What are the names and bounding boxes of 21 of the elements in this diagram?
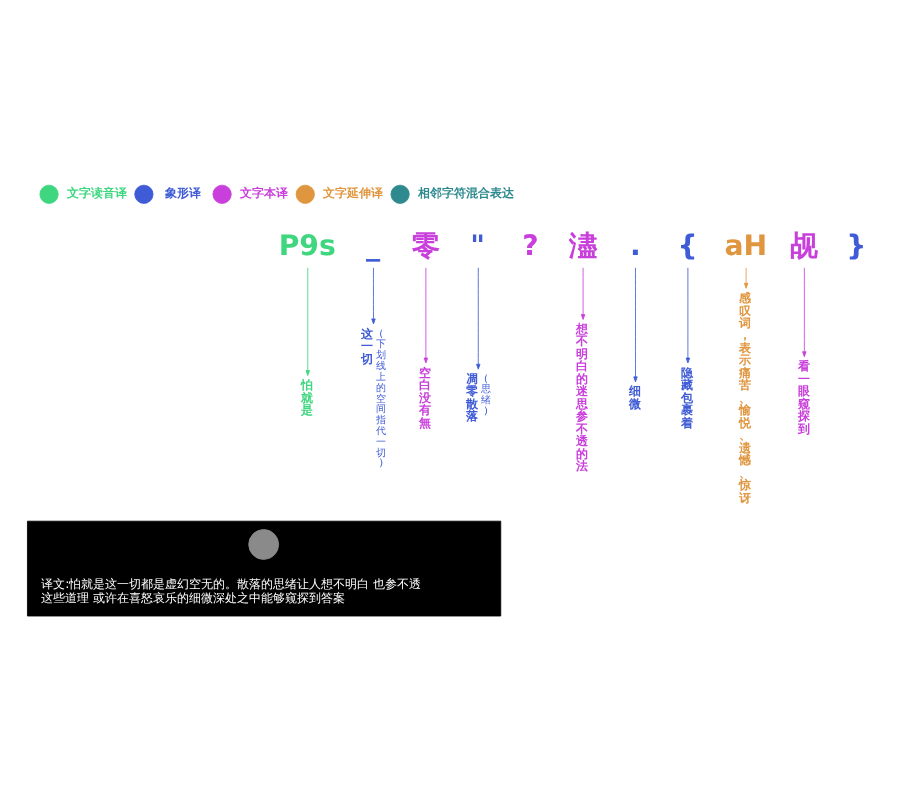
node-text: { <box>677 230 698 263</box>
node-text: 濜 <box>568 230 597 263</box>
node-text: 觇 <box>790 230 819 263</box>
arrow <box>580 266 586 319</box>
node-text: 零 <box>411 230 440 263</box>
label: } <box>846 230 867 263</box>
label: ? <box>522 230 539 263</box>
arrow <box>423 266 429 363</box>
arrow <box>685 266 691 363</box>
arrow <box>802 266 807 357</box>
node-text: P9s <box>278 230 336 263</box>
arrow <box>743 266 749 288</box>
arrow <box>371 266 376 324</box>
node-text: " <box>470 230 486 263</box>
node-text: . <box>630 230 641 263</box>
node-text: aH <box>724 230 768 263</box>
arrow <box>305 266 310 375</box>
node-text: _ <box>365 230 381 263</box>
node-circle <box>248 528 280 559</box>
arrow <box>633 266 638 382</box>
arrow <box>476 266 481 369</box>
